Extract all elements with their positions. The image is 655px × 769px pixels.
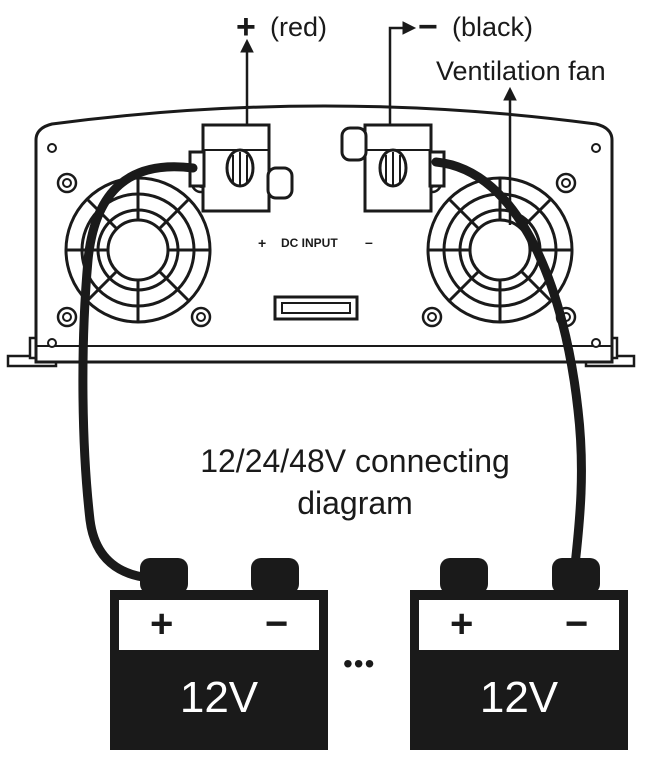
negative-cable: [431, 157, 586, 570]
caption-line-2: diagram: [297, 485, 413, 521]
diagram-caption: 12/24/48V connecting diagram: [150, 440, 560, 524]
dc-input-plus: +: [258, 235, 267, 251]
cable-slot: [273, 295, 359, 321]
ellipsis: •••: [343, 648, 376, 679]
dc-input-minus: –: [365, 234, 373, 250]
battery-1: [110, 558, 328, 750]
positive-wire-label: (red): [270, 12, 328, 42]
caption-line-1: 12/24/48V connecting: [200, 443, 510, 479]
positive-terminal: [188, 123, 294, 213]
screw-icons: [47, 143, 601, 348]
negative-terminal: [340, 123, 446, 213]
negative-arrow: [388, 21, 417, 125]
battery-1-plus: +: [150, 602, 174, 646]
positive-arrow: [240, 38, 254, 125]
battery-1-minus: −: [265, 602, 289, 646]
positive-sign-label: +: [236, 8, 256, 46]
fan-label: Ventilation fan: [436, 56, 606, 86]
negative-sign-label: −: [418, 8, 438, 46]
dc-input-label: DC INPUT: [281, 236, 338, 250]
battery-1-voltage: 12V: [179, 673, 259, 722]
battery-2: [410, 558, 628, 750]
negative-wire-label: (black): [452, 12, 534, 42]
positive-cable: [78, 162, 198, 583]
battery-2-voltage: 12V: [479, 673, 559, 722]
battery-2-plus: +: [450, 602, 474, 646]
battery-2-minus: −: [565, 602, 589, 646]
